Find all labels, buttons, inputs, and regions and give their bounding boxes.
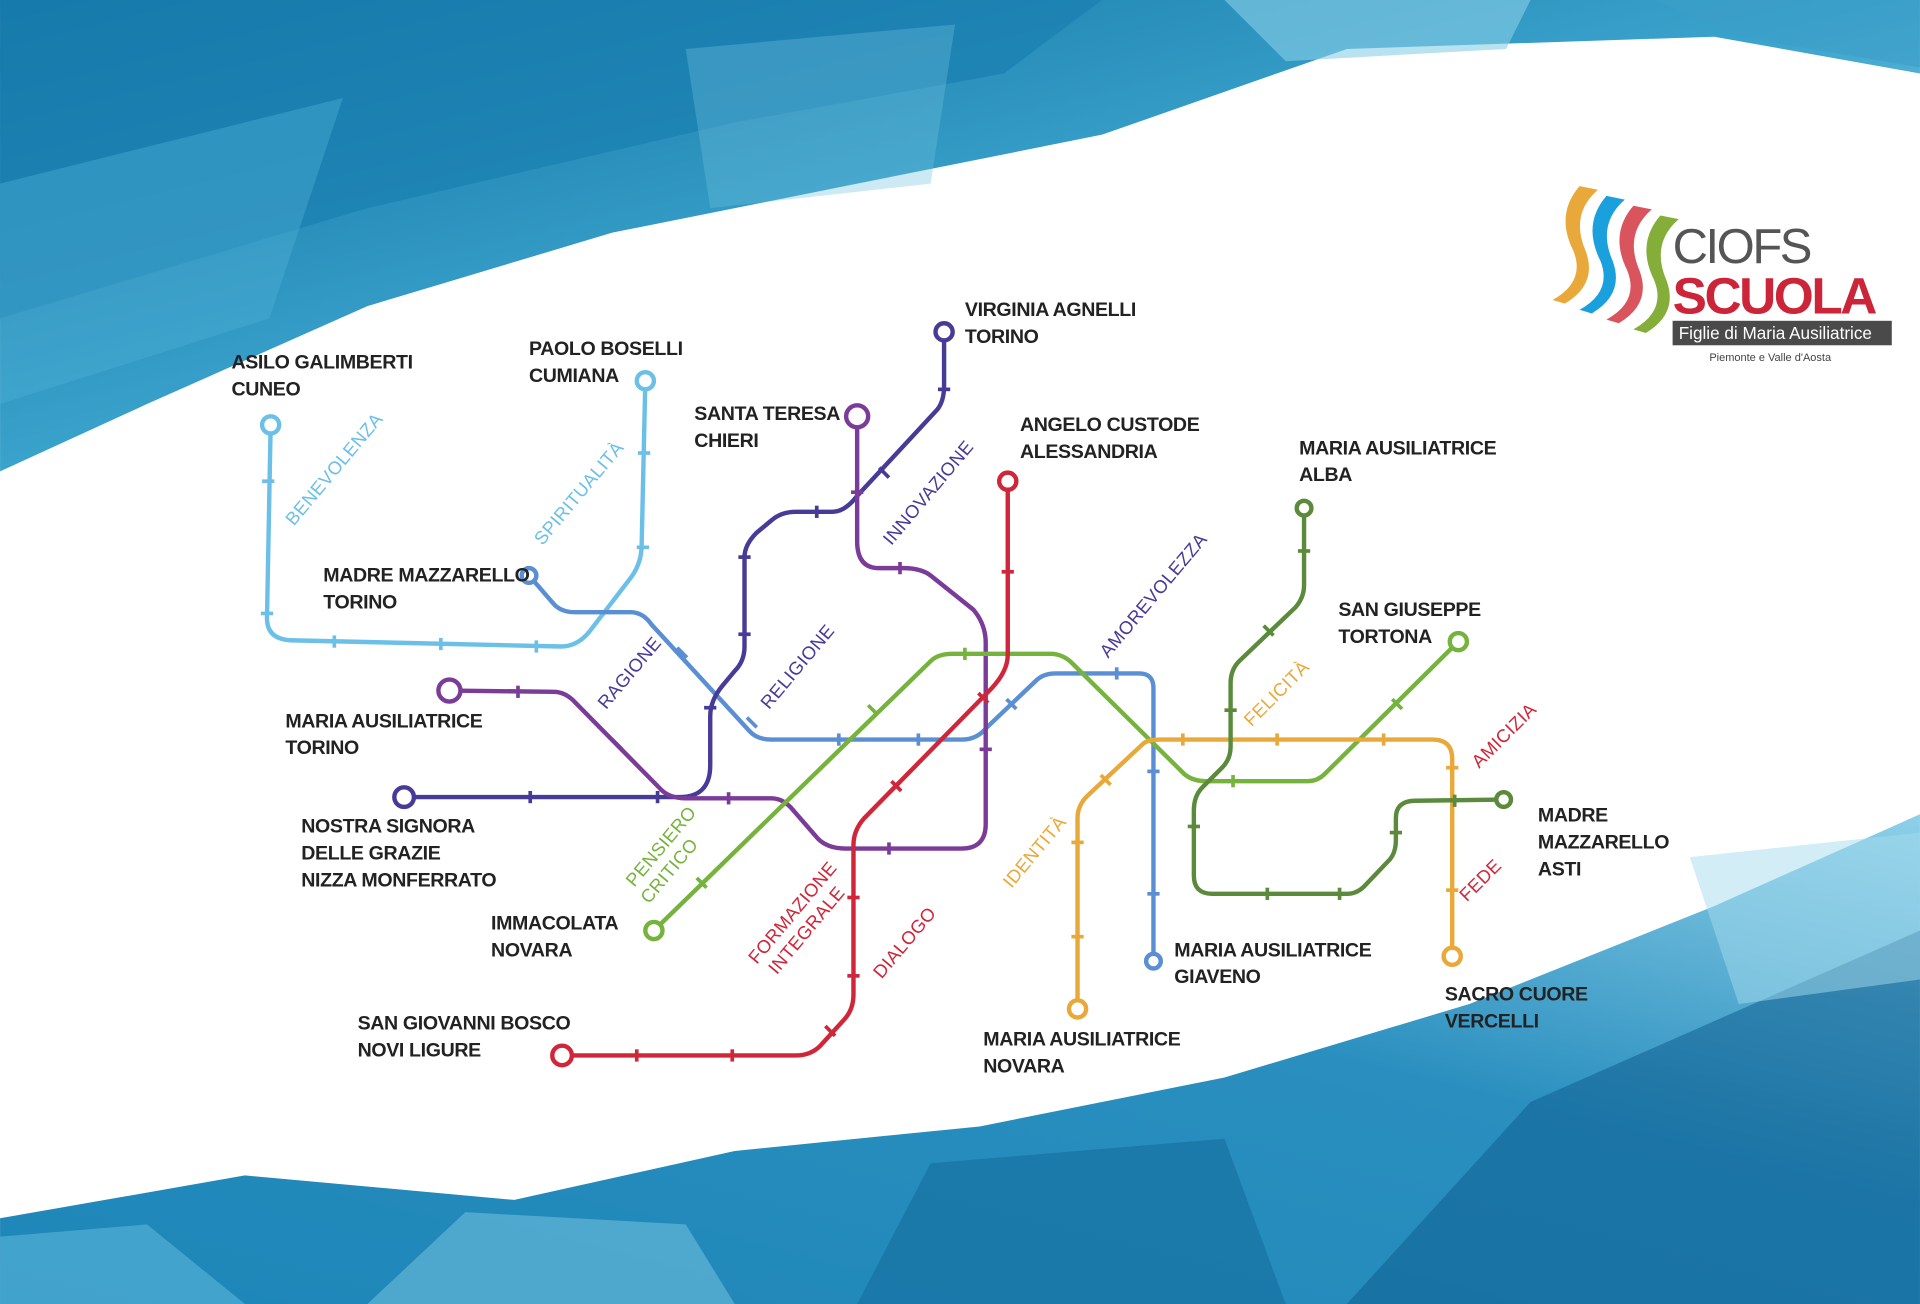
line-label-pensiero-critico: PENSIEROCRITICO	[619, 802, 717, 907]
line-tick	[695, 876, 708, 889]
logo-tagline: Figlie di Maria Ausiliatrice	[1679, 323, 1872, 343]
line-label-formazione-integrale: FORMAZIONEINTEGRALE	[744, 857, 858, 981]
line-label-innovazione: INNOVAZIONE	[878, 436, 977, 548]
station-marker[interactable]	[550, 1043, 575, 1068]
line-tick	[1005, 697, 1018, 711]
line-labels: BENEVOLENZA SPIRITUALITÀ RAGIONE RELIGIO…	[281, 408, 1541, 982]
line-light-blue	[264, 378, 648, 649]
station-marker[interactable]	[1143, 951, 1164, 971]
station-marker[interactable]	[1441, 945, 1463, 968]
line-label-religione: RELIGIONE	[756, 620, 838, 713]
line-label-dialogo: DIALOGO	[869, 903, 941, 983]
line-tick	[866, 703, 880, 717]
line-orange	[1075, 737, 1455, 1012]
line-green	[651, 639, 1461, 933]
line-tick	[890, 779, 903, 793]
background-top	[0, 0, 1920, 472]
line-label-identita: IDENTITÀ	[998, 811, 1070, 891]
line-label-ragione: RAGIONE	[593, 632, 665, 712]
line-tick	[977, 691, 990, 705]
station-marker[interactable]	[1066, 998, 1089, 1020]
line-label-amicizia: AMICIZIA	[1467, 698, 1540, 771]
station-marker[interactable]	[634, 370, 657, 392]
line-label-felicita: FELICITÀ	[1239, 656, 1313, 730]
line-tick	[610, 738, 624, 751]
line-tick	[1099, 773, 1112, 787]
line-blue	[526, 573, 1156, 964]
line-tick	[877, 466, 891, 479]
line-label-benevolenza: BENEVOLENZA	[281, 408, 387, 529]
line-tick	[745, 716, 759, 729]
line-tick	[1262, 624, 1275, 637]
line-tick	[1076, 667, 1089, 680]
station-marker[interactable]	[643, 919, 665, 942]
background-bottom	[0, 814, 1920, 1304]
station-marker[interactable]	[996, 470, 1019, 492]
logo-ciofs: CIOFS	[1673, 220, 1811, 274]
line-tick	[675, 646, 689, 659]
line-label-spiritualita: SPIRITUALITÀ	[529, 437, 628, 549]
station-marker[interactable]	[392, 785, 417, 810]
logo-region: Piemonte e Valle d'Aosta	[1709, 352, 1832, 364]
line-tick	[824, 1024, 837, 1038]
station-marker[interactable]	[436, 677, 463, 704]
line-label-amorevolezza: AMOREVOLEZZA	[1095, 528, 1211, 661]
line-tick	[1390, 697, 1404, 711]
logo-wave-blue	[1579, 195, 1625, 314]
logo-wave-red	[1606, 205, 1652, 324]
logo-scuola: SCUOLA	[1673, 266, 1877, 324]
logo-wave-orange	[1552, 186, 1598, 304]
line-ticks	[260, 387, 1459, 1062]
station-marker[interactable]	[1494, 789, 1514, 810]
metro-lines	[264, 329, 1506, 1058]
station-marker[interactable]	[1447, 630, 1470, 653]
station-marker[interactable]	[1294, 498, 1314, 518]
station-marker[interactable]	[843, 403, 871, 430]
line-red	[559, 478, 1010, 1058]
line-purple	[447, 414, 988, 851]
station-marker[interactable]	[519, 565, 539, 586]
station-marker[interactable]	[259, 414, 282, 436]
ciofs-scuola-logo: CIOFS SCUOLA Figlie di Maria Ausiliatric…	[1552, 186, 1892, 364]
logo-wave-green	[1633, 215, 1679, 334]
line-label-fede: FEDE	[1455, 855, 1506, 906]
line-olive	[1191, 505, 1506, 897]
station-marker[interactable]	[933, 321, 955, 343]
station-markers	[259, 321, 1514, 1068]
